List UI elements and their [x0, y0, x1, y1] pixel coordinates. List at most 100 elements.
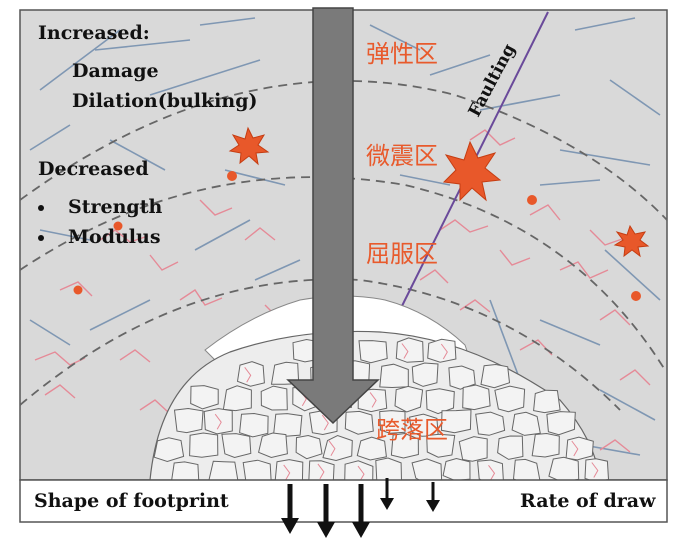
rubble-block	[533, 389, 561, 414]
rubble-crack	[440, 343, 448, 360]
rubble-crack	[244, 367, 252, 383]
rubble-block	[189, 432, 219, 458]
rubble-block	[584, 458, 610, 480]
zone-label-yield: 屈服区	[366, 240, 438, 268]
rubble-crack	[328, 440, 336, 456]
rubble-block	[427, 338, 457, 363]
rubble-block	[358, 340, 388, 364]
decreased-item-strength: Strength	[38, 196, 162, 218]
bottom-bar	[19, 479, 668, 523]
rubble-block	[411, 362, 439, 387]
rubble-block	[394, 385, 424, 413]
seismic-event-small-4	[527, 195, 537, 205]
increased-item-damage: Damage	[72, 60, 159, 82]
rubble-block	[497, 435, 524, 460]
rubble-block	[190, 385, 219, 410]
rubble-block	[379, 410, 406, 434]
rubble-block	[357, 388, 388, 413]
rubble-block	[511, 411, 541, 436]
rubble-block	[390, 432, 419, 459]
rubble-block	[546, 411, 576, 436]
rubble-block	[462, 384, 491, 411]
rubble-crack	[571, 440, 579, 457]
rubble-block	[203, 408, 233, 435]
footprint-label: Shape of footprint	[34, 490, 229, 512]
seismic-events	[73, 126, 650, 301]
rubble-block	[512, 458, 541, 480]
elastic-zone-boundary	[20, 80, 667, 221]
rubble-block	[375, 457, 402, 480]
seismic-event-small-3	[73, 285, 83, 295]
rubble-block	[221, 433, 252, 459]
rubble-blocks	[153, 337, 610, 480]
bullet-icon	[38, 205, 44, 211]
rubble-block	[344, 410, 374, 435]
draw-arrow-3	[352, 484, 370, 538]
rubble-block	[308, 460, 335, 480]
rubble-crack	[283, 464, 291, 480]
rubble-block	[356, 436, 387, 461]
rubble-block	[260, 385, 288, 411]
rubble-block	[548, 456, 580, 480]
rubble-block	[448, 365, 476, 390]
rubble-block	[236, 361, 265, 387]
yield-zone-boundary	[20, 176, 666, 371]
rubble-block	[458, 436, 488, 462]
rubble-block	[242, 459, 272, 480]
increased-item-dilation: Dilation(bulking)	[72, 90, 258, 112]
decreased-item-modulus: Modulus	[38, 226, 161, 248]
rubble-crack	[317, 463, 325, 480]
rubble-block	[477, 459, 504, 480]
rubble-block	[274, 459, 304, 480]
rubble-crack	[321, 414, 329, 431]
rubble-block	[494, 385, 526, 413]
rubble-block	[295, 434, 323, 460]
rubble-crack	[214, 413, 222, 430]
rubble-block	[208, 460, 239, 480]
draw-arrow-1	[281, 484, 299, 534]
seismic-event-left	[228, 126, 270, 166]
seismic-event-small-5	[631, 291, 641, 301]
seismic-event-small-2	[113, 221, 123, 231]
rubble-block	[426, 433, 456, 458]
draw-arrow-5	[426, 482, 440, 512]
rubble-block	[173, 407, 204, 434]
rubble-crack	[591, 462, 599, 478]
rubble-block	[379, 363, 409, 389]
rubble-block	[565, 436, 594, 461]
rubble-crack	[369, 392, 377, 408]
rubble-block	[425, 388, 455, 415]
rubble-block	[475, 411, 506, 436]
zone-label-elastic: 弹性区	[366, 40, 438, 68]
rubble-crack	[401, 343, 409, 359]
draw-arrow-4	[380, 478, 394, 510]
rubble-block	[258, 432, 288, 459]
rubble-block	[272, 413, 303, 437]
draw-direction-arrow	[286, 7, 380, 425]
rubble-crack	[488, 465, 496, 480]
draw-arrow-2	[317, 484, 335, 538]
decreased-title: Decreased	[38, 158, 149, 180]
draw-rate-label: Rate of draw	[520, 490, 656, 512]
rubble-block	[395, 337, 424, 363]
seismic-event-large-center	[442, 140, 502, 202]
rubble-block	[531, 432, 560, 458]
rubble-block	[440, 409, 472, 434]
rubble-block	[442, 457, 471, 480]
increased-title: Increased:	[38, 22, 150, 44]
rubble-block	[153, 437, 185, 463]
rubble-block	[322, 434, 353, 462]
rubble-block	[171, 461, 200, 480]
seismic-event-small-1	[227, 171, 237, 181]
draw-arrows	[281, 478, 440, 538]
bullet-icon	[38, 235, 44, 241]
rubble-block	[222, 385, 252, 412]
rubble-block	[480, 363, 511, 389]
blue-joints	[29, 17, 661, 456]
rubble-block	[239, 412, 269, 438]
rubble-block	[344, 460, 374, 480]
seismic-event-right	[613, 224, 650, 258]
zone-label-microseismic: 微震区	[366, 142, 438, 170]
